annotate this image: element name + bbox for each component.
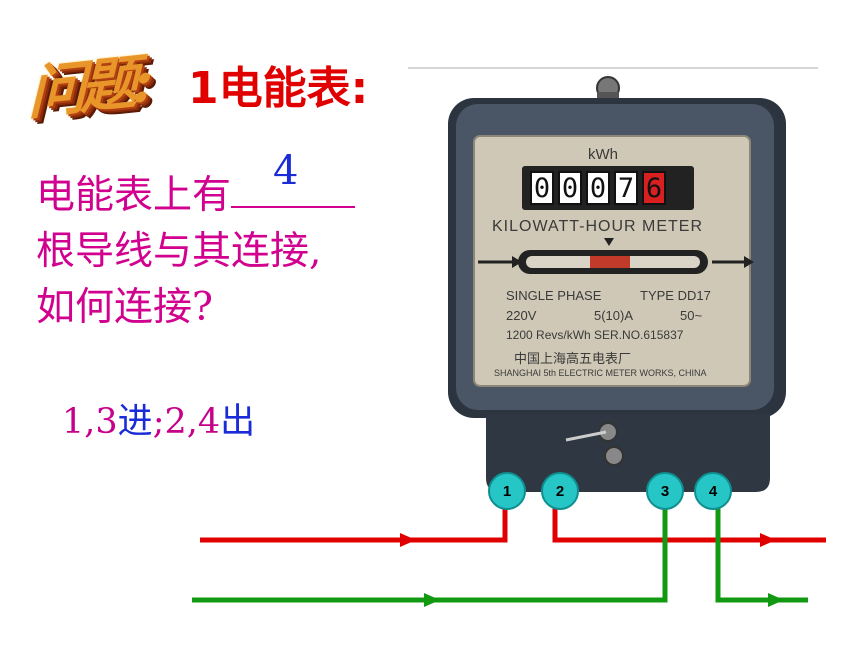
meter-spec-phase: SINGLE PHASE [506,288,602,303]
answer-in-label: 进 [117,402,153,442]
meter-spec-current: 5(10)A [594,308,634,323]
question-line-3: 如何连接? [36,285,213,330]
meter-unit: kWh [588,146,618,163]
counter-digit-decimal: 6 [642,171,666,205]
neutral-wire-in [192,505,668,603]
terminal-4: 4 [694,472,732,510]
live-wire-out [552,505,826,543]
meter-spec-voltage: 220V [506,308,537,323]
counter-digit: 7 [614,171,638,205]
terminal-2: 2 [541,472,579,510]
counter-digits: 0 0 0 7 6 [530,171,666,205]
terminal-1: 1 [488,472,526,510]
answer-out-terminals: ;2,4 [152,402,221,442]
question-line-2: 根导线与其连接, [36,229,322,274]
terminal-3: 3 [646,472,684,510]
meter-spec-type: TYPE DD17 [640,288,711,303]
question-line-1: 电能表上有 4 [36,148,356,220]
cover-screw-icon [604,446,624,466]
title-divider [408,67,818,69]
counter-digit: 0 [586,171,610,205]
counter-digit: 0 [558,171,582,205]
live-out-arrow-icon [760,533,776,547]
meter-spec-frequency: 50~ [680,308,703,323]
slide-title: 1电能表: [188,63,369,114]
meter-spec-revs: 1200 Revs/kWh SER.NO.615837 [506,328,684,342]
counter-digit: 0 [530,171,554,205]
answer-in-terminals: 1,3 [62,402,118,442]
connection-answer: 1,3进;2,4出 [62,393,255,444]
seal-wire [565,430,607,442]
neutral-out-arrow-icon [768,593,784,607]
neutral-in-arrow-icon [424,593,440,607]
live-in-arrow-icon [400,533,416,547]
meter-maker-cn: 中国上海高五电表厂 [514,351,632,366]
disc-mark [590,256,630,268]
live-wire-in [200,505,508,543]
meter-name: KILOWATT-HOUR METER [492,218,703,235]
meter-maker-en: SHANGHAI 5th ELECTRIC METER WORKS, CHINA [494,368,707,378]
disc-pointer-icon [604,238,614,246]
answer-blank: 4 [231,148,356,208]
neutral-wire-out [715,505,808,603]
blank-answer: 4 [273,148,299,194]
answer-out-label: 出 [220,402,256,442]
question-prefix: 电能表上有 [36,173,232,218]
